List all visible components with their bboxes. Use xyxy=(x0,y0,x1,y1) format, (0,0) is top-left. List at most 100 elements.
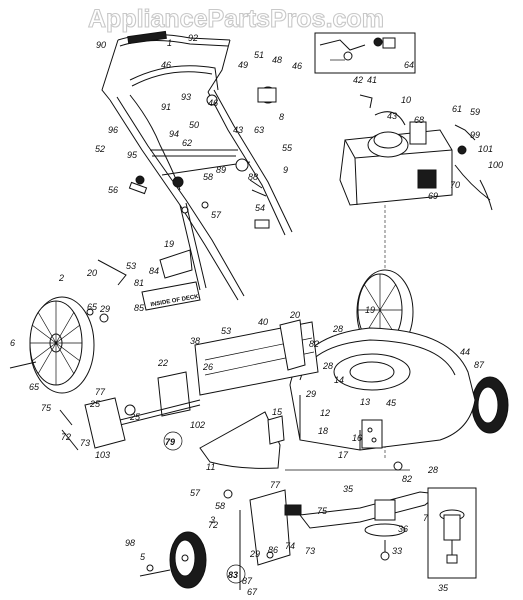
part-label: 88 xyxy=(248,172,258,182)
part-label: 91 xyxy=(161,102,171,112)
part-label: 20 xyxy=(289,310,300,320)
part-label: 29 xyxy=(305,389,316,399)
part-label: 55 xyxy=(282,143,293,153)
watermark-text: AppliancePartsPros.com xyxy=(88,5,384,33)
part-label: 84 xyxy=(149,266,159,276)
part-label: 94 xyxy=(169,129,179,139)
part-label: 73 xyxy=(305,546,315,556)
part-label: 82 xyxy=(402,474,412,484)
part-label: 48 xyxy=(272,55,282,65)
part-label: 59 xyxy=(470,107,480,117)
part-label: 43 xyxy=(233,125,243,135)
front-axle-assembly xyxy=(9,259,201,451)
part-label: 67 xyxy=(247,587,258,597)
part-label: 25 xyxy=(89,399,101,409)
part-label: 17 xyxy=(338,450,349,460)
part-label: 86 xyxy=(268,545,278,555)
part-label: 52 xyxy=(95,144,105,154)
part-label: 7 xyxy=(423,513,429,523)
part-label: 53 xyxy=(221,326,231,336)
part-label: 28 xyxy=(322,361,333,371)
part-label: 57 xyxy=(211,210,222,220)
discharge-chute xyxy=(199,411,285,469)
part-label: 45 xyxy=(386,398,397,408)
part-label: 72 xyxy=(61,432,71,442)
part-label: 100 xyxy=(488,160,503,170)
part-label: 1 xyxy=(167,38,172,48)
part-label: 65 xyxy=(29,382,40,392)
part-label: 56 xyxy=(108,185,118,195)
part-label: 99 xyxy=(470,130,480,140)
part-number-labels: 1 2 3 5 6 7 8 9 10 11 12 13 14 15 16 17 … xyxy=(10,33,503,597)
part-label: 75 xyxy=(41,403,52,413)
part-label: 44 xyxy=(460,347,470,357)
front-wheel-83 xyxy=(169,531,207,589)
part-label: 9 xyxy=(283,165,288,175)
part-label: 26 xyxy=(202,362,213,372)
part-label: 13 xyxy=(360,397,370,407)
part-label: 79 xyxy=(165,437,175,447)
part-label: 15 xyxy=(272,407,283,417)
part-label: 8 xyxy=(279,112,284,122)
part-label: 74 xyxy=(285,541,295,551)
part-label: 29 xyxy=(99,304,110,314)
part-label: 65 xyxy=(87,302,98,312)
part-label: 95 xyxy=(127,150,138,160)
part-label: 85 xyxy=(134,303,145,313)
part-label: 68 xyxy=(414,115,424,125)
part-label: 33 xyxy=(392,546,402,556)
part-label: 57 xyxy=(190,488,201,498)
part-label: 41 xyxy=(367,75,377,85)
part-label: 73 xyxy=(80,438,90,448)
part-label: 6 xyxy=(10,338,15,348)
part-label: 16 xyxy=(352,433,362,443)
part-label: 12 xyxy=(320,408,330,418)
part-label: 63 xyxy=(254,125,264,135)
part-label: 46 xyxy=(161,60,171,70)
part-label: 38 xyxy=(190,336,200,346)
part-label: 54 xyxy=(255,203,265,213)
part-label: 14 xyxy=(334,375,344,385)
rear-wheel-87 xyxy=(471,376,509,434)
part-label: 62 xyxy=(182,138,192,148)
part-label: 35 xyxy=(438,583,449,593)
part-label: 89 xyxy=(216,165,226,175)
mower-deck xyxy=(194,319,476,451)
part-label: 20 xyxy=(86,268,97,278)
part-label: 10 xyxy=(401,95,411,105)
inset-35 xyxy=(427,487,477,579)
part-label: 36 xyxy=(398,524,408,534)
part-label: 2 xyxy=(58,273,64,283)
part-label: 5 xyxy=(140,552,146,562)
part-label: 58 xyxy=(203,172,213,182)
part-label: 82 xyxy=(309,339,319,349)
part-label: 92 xyxy=(188,33,198,43)
part-label: 3 xyxy=(210,515,215,525)
part-label: 72 xyxy=(208,520,218,530)
part-label: 50 xyxy=(189,120,199,130)
part-label: 51 xyxy=(254,50,264,60)
part-label: 28 xyxy=(332,324,343,334)
part-label: 49 xyxy=(238,60,248,70)
part-label: 83 xyxy=(228,570,238,580)
part-label: 75 xyxy=(317,506,328,516)
part-label: 46 xyxy=(208,98,218,108)
part-label: 25 xyxy=(129,412,141,422)
inset-79-circle xyxy=(163,431,183,451)
inset-64 xyxy=(314,32,416,74)
part-label: 77 xyxy=(95,387,106,397)
part-label: 42 xyxy=(353,75,363,85)
handle-assembly: INSIDE OF DECK xyxy=(101,30,293,311)
front-left-wheel xyxy=(29,296,95,394)
part-label: 87 xyxy=(474,360,485,370)
part-label: 22 xyxy=(157,358,168,368)
part-label: 29 xyxy=(249,549,260,559)
part-label: 102 xyxy=(190,420,205,430)
part-label: 35 xyxy=(343,484,354,494)
part-label: 77 xyxy=(270,480,281,490)
part-label: 93 xyxy=(181,92,191,102)
part-label: 90 xyxy=(96,40,106,50)
inset-83-circle xyxy=(226,564,246,584)
part-label: 81 xyxy=(134,278,144,288)
